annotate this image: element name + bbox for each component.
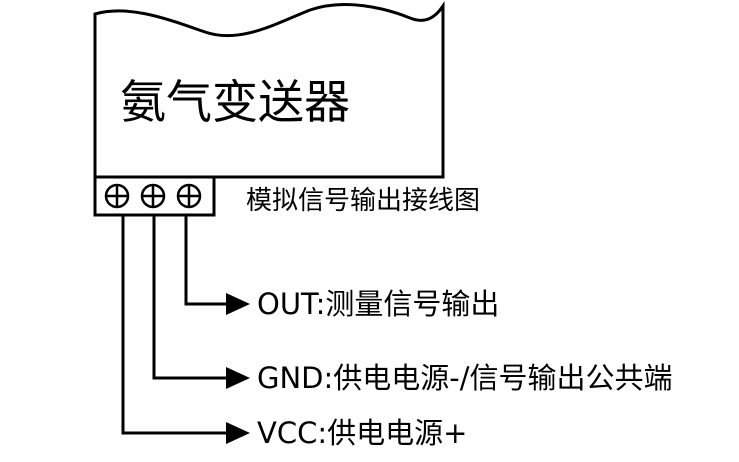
wire-gnd	[152, 215, 230, 380]
terminal-2-icon	[140, 183, 166, 209]
arrow-vcc-icon	[226, 422, 250, 444]
wire-vcc	[121, 215, 230, 435]
transmitter-body	[93, 1, 445, 179]
gnd-pin-label: GND:供电电源-/信号输出公共端	[257, 361, 673, 395]
device-title: 氨气变送器	[120, 75, 350, 129]
arrow-gnd-icon	[226, 367, 250, 389]
wire-out	[184, 215, 230, 306]
out-pin-label: OUT:测量信号输出	[257, 287, 499, 321]
vcc-pin-label: VCC:供电电源+	[257, 416, 467, 450]
arrow-out-icon	[226, 293, 250, 315]
terminal-1-icon	[104, 183, 130, 209]
diagram-caption: 模拟信号输出接线图	[246, 186, 480, 216]
terminal-3-icon	[176, 183, 202, 209]
